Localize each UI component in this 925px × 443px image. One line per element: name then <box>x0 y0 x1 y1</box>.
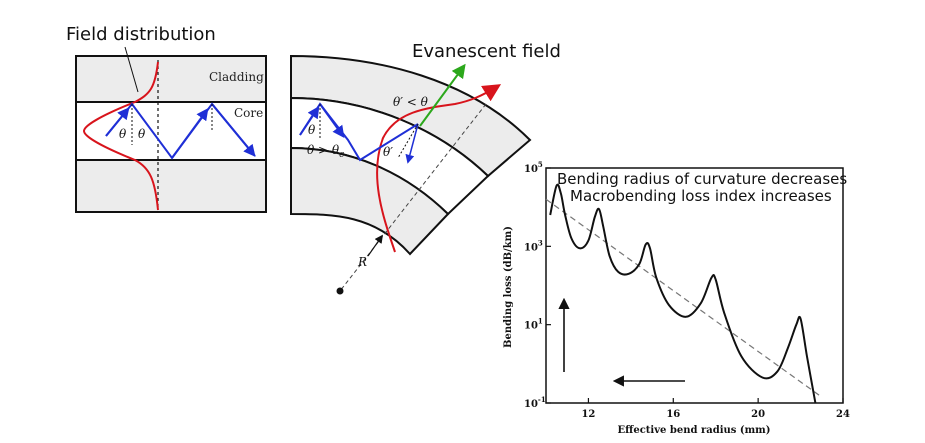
cladding-top <box>75 55 267 103</box>
annotation-loss-increases: Macrobending loss index increases <box>570 187 832 205</box>
bending-loss-chart: 105 103 101 10-1 12 16 20 24 Effective bend ra… <box>503 160 850 436</box>
bent-ray-arrow-1 <box>299 106 320 136</box>
theta-small-left: θ <box>308 123 316 137</box>
ray-arrow-3 <box>211 103 256 157</box>
core-label: Core <box>234 106 263 120</box>
field-distribution-curve <box>82 61 159 211</box>
bent-normal-2 <box>397 123 419 159</box>
bent-cladding-inner <box>290 146 450 256</box>
y-axis-ticks: 105 103 101 10-1 <box>524 160 551 410</box>
x-tick-label: 20 <box>751 409 765 420</box>
bent-ray-arrow-3 <box>405 123 419 164</box>
theta-right: θ <box>138 127 146 141</box>
bent-fiber: R θ′ < θ θ θ > θc θ′ <box>290 54 532 295</box>
theta-prime-small: θ′ <box>383 145 393 159</box>
trend-line <box>545 198 823 398</box>
x-axis-ticks: 12 16 20 24 <box>581 398 850 420</box>
cladding-label: Cladding <box>209 70 264 84</box>
bend-center-point <box>336 287 344 295</box>
field-distribution-label: Field distribution <box>66 24 216 45</box>
cladding-bottom <box>75 159 267 213</box>
x-tick-label: 12 <box>581 409 595 420</box>
radius-arrow <box>367 234 383 257</box>
ray-arrow-1 <box>105 107 130 137</box>
y-tick-label: 105 <box>524 160 543 175</box>
bent-ray-arrow-2 <box>319 103 345 138</box>
bend-radius-line <box>339 103 487 292</box>
y-axis-label: Bending loss (dB/km) <box>503 226 514 348</box>
field-label-pointer <box>124 46 139 93</box>
straight-fiber: θ θ Cladding Core <box>75 46 267 213</box>
radius-label: R <box>357 255 367 269</box>
evanescent-arrow <box>419 63 466 127</box>
x-tick-label: 24 <box>836 409 850 420</box>
x-tick-label: 16 <box>666 409 680 420</box>
y-tick-label: 103 <box>524 238 543 253</box>
bent-field-curve <box>376 84 502 253</box>
y-tick-label: 101 <box>524 317 543 332</box>
y-tick-label: 10-1 <box>524 395 546 410</box>
ray-arrow-2 <box>171 108 209 159</box>
theta-left: θ <box>119 127 127 141</box>
theta-greater-critical: θ > θc <box>307 143 344 160</box>
evanescent-field-label: Evanescent field <box>412 41 561 62</box>
theta-prime-less-theta: θ′ < θ <box>393 95 429 109</box>
chart-plot-area <box>545 167 844 404</box>
x-axis-label: Effective bend radius (mm) <box>618 425 771 436</box>
annotation-radius-decreases: Bending radius of curvature decreases <box>557 170 847 188</box>
loss-curve <box>549 183 817 404</box>
